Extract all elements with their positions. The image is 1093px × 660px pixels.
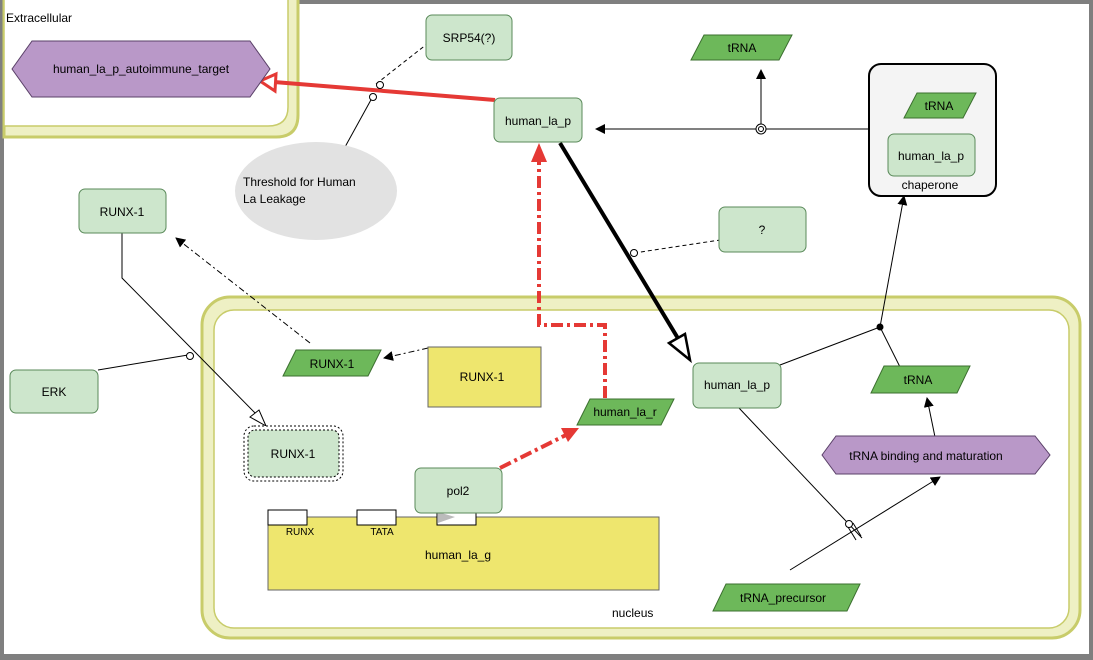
trna-nucleus-node[interactable]: tRNA [870, 365, 971, 394]
translocation-edge[interactable] [558, 141, 684, 347]
runx-cytosol-node[interactable]: RUNX-1 [78, 188, 167, 234]
unknown-modulation-edge[interactable] [633, 239, 721, 254]
trna-maturation-node[interactable]: tRNA binding and maturation [821, 435, 1051, 475]
human-la-r-node[interactable]: human_la_r [576, 398, 675, 426]
modulation-port [630, 249, 638, 257]
extracellular-label: Extracellular [6, 11, 72, 25]
unknown-label: ? [759, 223, 766, 237]
modulation-port [369, 93, 377, 101]
chaperone-la-p-label: human_la_p [898, 149, 964, 163]
translocation-arrowhead [666, 332, 692, 364]
runx-nuclear-node[interactable]: RUNX-1 [243, 425, 344, 482]
human-la-r-label: human_la_r [593, 405, 656, 419]
erk-node[interactable]: ERK [9, 369, 99, 414]
runx-cytosol-label: RUNX-1 [100, 205, 145, 219]
threshold-label-line1: Threshold for Human [243, 175, 356, 189]
nucleus-label: nucleus [612, 606, 653, 620]
transcription-edge[interactable] [499, 432, 569, 470]
dissociation-node-inner [758, 126, 764, 132]
runx-import-edge[interactable] [121, 233, 263, 421]
threshold-node[interactable]: Threshold for Human La Leakage [235, 142, 397, 240]
maturation-catalysis-edge[interactable] [738, 407, 863, 539]
human-la-p-cytosol-label: human_la_p [505, 114, 571, 128]
threshold-label-line2: La Leakage [243, 192, 306, 206]
catalysis-bar [847, 526, 857, 541]
precursor-edge[interactable] [789, 476, 941, 571]
trna-maturation-label: tRNA binding and maturation [849, 449, 1002, 463]
srp54-node[interactable]: SRP54(?) [425, 14, 513, 61]
trna-nucleus-label: tRNA [904, 373, 933, 387]
unknown-node[interactable]: ? [718, 206, 807, 253]
trna-top-node[interactable]: tRNA [690, 34, 793, 61]
human-la-p-nucleus-node[interactable]: human_la_p [692, 362, 782, 409]
runx-translation-edge[interactable] [383, 347, 429, 361]
leakage-arrowhead [256, 71, 278, 94]
erk-modulation-edge[interactable] [97, 354, 189, 371]
human-la-gene-node[interactable]: human_la_g RUNX TATA [267, 509, 660, 591]
translation-arrowhead [531, 143, 547, 162]
tata-site-label: TATA [370, 527, 394, 538]
chaperone-la-p-shape [887, 133, 976, 177]
association-node [876, 323, 884, 331]
runx-binding-site[interactable] [267, 509, 308, 526]
srp54-label: SRP54(?) [443, 31, 496, 45]
maturation-output-edge[interactable] [923, 397, 936, 438]
association-product-edge[interactable] [879, 195, 908, 328]
runx-export-edge[interactable] [175, 237, 311, 344]
autoimmune-target-label: human_la_p_autoimmune_target [53, 62, 230, 76]
chaperone-label: chaperone [902, 178, 959, 192]
runx-gene-node[interactable]: RUNX-1 [427, 346, 542, 408]
chaperone-trna-shape [903, 92, 977, 119]
modulation-port [845, 520, 853, 528]
runx-mrna-label: RUNX-1 [310, 357, 355, 371]
erk-label: ERK [42, 385, 67, 399]
runx-gene-label: RUNX-1 [460, 370, 505, 384]
trna-top-label: tRNA [728, 41, 757, 55]
human-la-p-cytosol-node[interactable]: human_la_p [493, 97, 583, 143]
chaperone-complex-node[interactable]: tRNA human_la_p chaperone [868, 63, 997, 197]
threshold-modulation-edge[interactable] [344, 97, 373, 148]
modulation-port [186, 352, 194, 360]
tata-binding-site[interactable] [356, 509, 397, 526]
trna-precursor-node[interactable]: tRNA_precursor [712, 583, 861, 612]
autoimmune-target-node[interactable]: human_la_p_autoimmune_target [11, 40, 271, 98]
transcription-arrowhead [561, 428, 579, 442]
trna-precursor-label: tRNA_precursor [740, 591, 826, 605]
modulation-port [376, 81, 384, 89]
runx-site-label: RUNX [286, 527, 315, 538]
human-la-gene-label: human_la_g [425, 548, 491, 562]
srp54-modulation-edge[interactable] [375, 43, 428, 85]
human-la-p-nucleus-label: human_la_p [704, 378, 770, 392]
pol2-node[interactable]: pol2 [414, 467, 503, 514]
promoter-arrow-icon [438, 512, 455, 523]
leakage-edge[interactable] [273, 80, 496, 102]
runx-nuclear-label: RUNX-1 [271, 447, 316, 461]
association-edge-trna[interactable] [879, 326, 901, 368]
chaperone-trna-label: tRNA [925, 99, 954, 113]
catalysis-bar [852, 522, 862, 537]
runx-import-arrowhead [249, 409, 268, 428]
runx-mrna-node[interactable]: RUNX-1 [282, 349, 382, 377]
pol2-label: pol2 [447, 484, 470, 498]
association-edge-la[interactable] [779, 326, 881, 366]
